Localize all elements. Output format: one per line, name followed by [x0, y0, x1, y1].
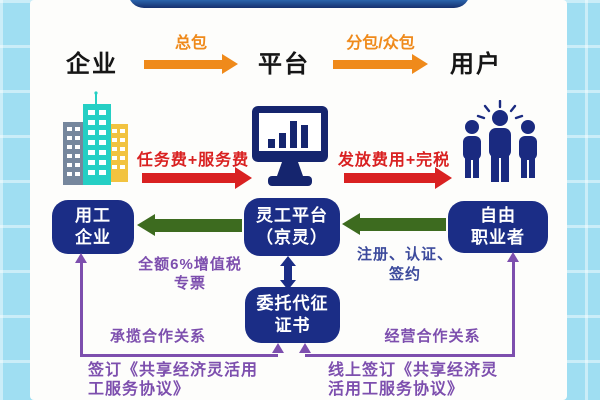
label-register: 注册、认证、 签约	[348, 245, 462, 285]
connector-left-vertical	[80, 262, 83, 356]
label-register-line2: 签约	[388, 266, 421, 283]
label-sign-left: 签订《共享经济灵活用 工服务协议》	[88, 361, 288, 399]
node-platform: 平台	[258, 51, 310, 78]
arrowhead-to-employer	[75, 253, 87, 263]
label-sign-right: 线上签订《共享经济灵 活用工服务协议》	[328, 361, 538, 399]
label-task-fee: 任务费+服务费	[136, 152, 250, 169]
connector-right-vertical	[512, 262, 515, 356]
arrowhead-to-certificate-left	[272, 343, 284, 353]
box-freelancer-line1: 自由	[480, 205, 516, 225]
box-certificate-line2: 证书	[274, 316, 311, 335]
label-sign-right-line2: 活用工服务协议》	[328, 381, 465, 398]
arrow-payout-to-user	[344, 167, 452, 189]
label-vat-invoice: 全额6%增值税 专票	[128, 255, 252, 293]
connector-left-horizontal	[80, 354, 278, 357]
arrowhead-to-freelancer	[507, 252, 519, 262]
arrowhead-to-certificate-right	[299, 343, 311, 353]
label-contract-relation-left: 承揽合作关系	[109, 328, 206, 345]
label-register-line1: 注册、认证、	[356, 246, 453, 263]
label-sign-left-line2: 工服务协议》	[88, 381, 191, 398]
arrow-platform-to-employer	[137, 214, 242, 236]
box-gig-platform: 灵工平台 （京灵）	[244, 198, 340, 256]
team-icon	[463, 100, 537, 182]
arrow-freelancer-to-platform	[342, 213, 446, 235]
box-gig-platform-line2: （京灵）	[256, 228, 328, 247]
building-icon	[63, 91, 128, 185]
box-certificate-line1: 委托代征	[256, 293, 329, 313]
box-freelancer-line2: 职业者	[471, 228, 525, 247]
label-sign-left-line1: 签订《共享经济灵活用	[88, 362, 259, 379]
box-employer-line2: 企业	[75, 228, 111, 247]
label-vat-line1: 全额6%增值税	[138, 256, 242, 273]
node-user: 用户	[450, 51, 502, 78]
label-sign-right-line1: 线上签订《共享经济灵	[328, 362, 499, 379]
box-employer: 用工 企业	[52, 200, 134, 254]
box-gig-platform-line1: 灵工平台	[256, 205, 328, 225]
box-certificate: 委托代征 证书	[245, 287, 340, 343]
arrow-enterprise-to-platform	[144, 54, 238, 74]
label-zongbao: 总包	[174, 35, 207, 52]
box-freelancer: 自由 职业者	[448, 201, 548, 253]
arrow-platform-to-user	[333, 54, 428, 74]
box-employer-line1: 用工	[75, 205, 111, 225]
monitor-chart-icon	[252, 106, 328, 186]
arrow-fee-to-platform	[142, 167, 252, 189]
label-payout: 发放费用+完税	[337, 152, 451, 169]
label-contract-relation-right: 经营合作关系	[384, 328, 481, 345]
title-banner-cropped	[128, 0, 470, 8]
node-enterprise: 企业	[66, 51, 118, 78]
arrow-platform-certificate-both	[280, 256, 296, 290]
label-fenbao: 分包/众包	[346, 35, 415, 52]
label-vat-line2: 专票	[173, 275, 206, 292]
connector-right-horizontal	[305, 354, 515, 357]
